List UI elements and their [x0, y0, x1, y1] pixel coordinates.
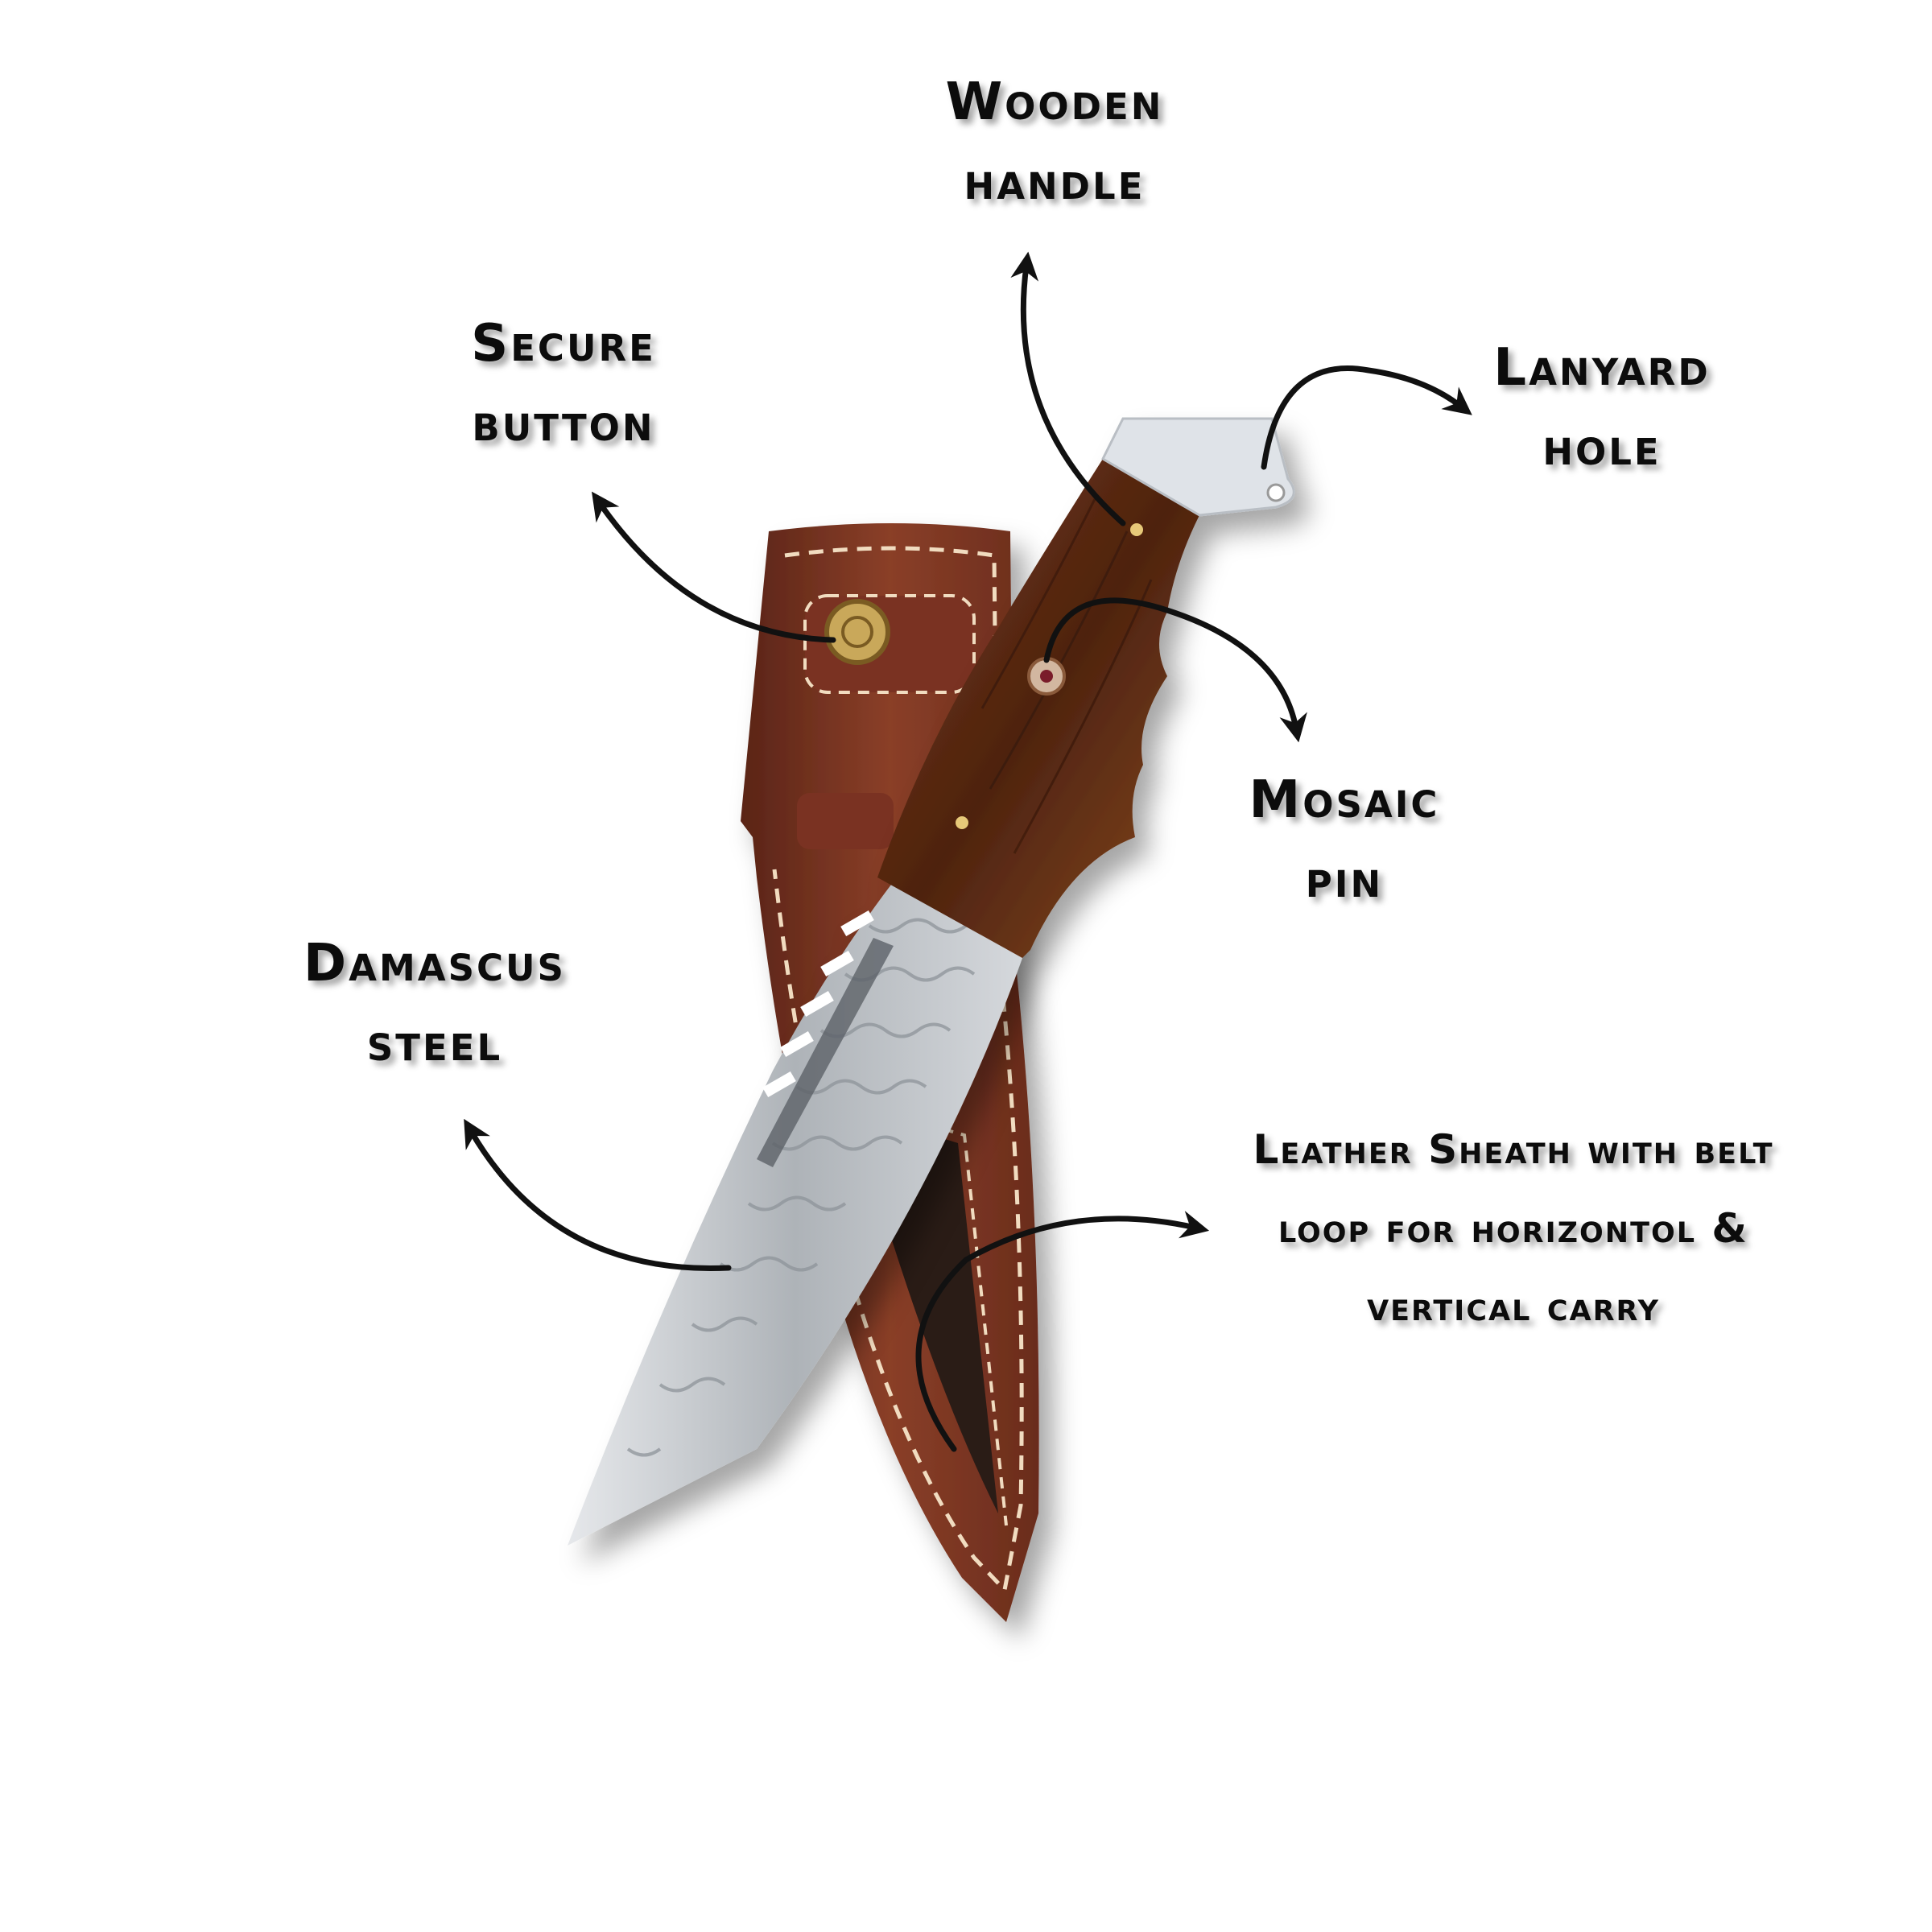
arrow-mosaic-pin: [1043, 597, 1307, 743]
label-wooden-handle: Wooden handle: [894, 63, 1216, 222]
arrow-secure-button: [591, 491, 836, 643]
label-line: steel: [366, 1013, 503, 1074]
label-line: Wooden: [945, 72, 1164, 132]
label-line: Damascus: [303, 934, 566, 993]
pommel-bolster: [1101, 417, 1295, 517]
damascus-blade: [568, 881, 1022, 1546]
label-lanyard-hole: Lanyard hole: [1433, 328, 1771, 488]
wooden-handle: [877, 459, 1199, 958]
label-line: handle: [964, 152, 1146, 213]
label-line: Mosaic: [1249, 770, 1440, 830]
label-secure-button: Secure button: [402, 304, 724, 464]
label-line: Lanyard: [1493, 338, 1711, 398]
lanyard-hole: [1266, 483, 1286, 502]
arrow-wooden-handle: [1010, 251, 1126, 526]
label-leather-sheath: Leather Sheath with belt loop for horizo…: [1175, 1111, 1852, 1347]
secure-button-snap: [824, 599, 890, 665]
label-line: vertical carry: [1367, 1283, 1660, 1330]
label-line: pin: [1305, 850, 1384, 910]
label-line: Leather Sheath with belt: [1253, 1126, 1774, 1173]
arrow-lanyard-hole: [1261, 365, 1472, 470]
label-line: button: [472, 394, 655, 454]
arrow-leather-sheath: [915, 1211, 1210, 1452]
label-mosaic-pin: Mosaic pin: [1191, 761, 1497, 920]
mosaic-pin: [1027, 657, 1066, 696]
label-damascus-steel: Damascus steel: [266, 924, 604, 1084]
label-line: Secure: [471, 314, 656, 374]
label-line: loop for horizontol &: [1278, 1204, 1749, 1252]
annotation-arrows: [464, 251, 1472, 1452]
arrow-damascus-steel: [464, 1118, 732, 1272]
knife: [568, 417, 1295, 1546]
label-line: hole: [1542, 418, 1662, 478]
